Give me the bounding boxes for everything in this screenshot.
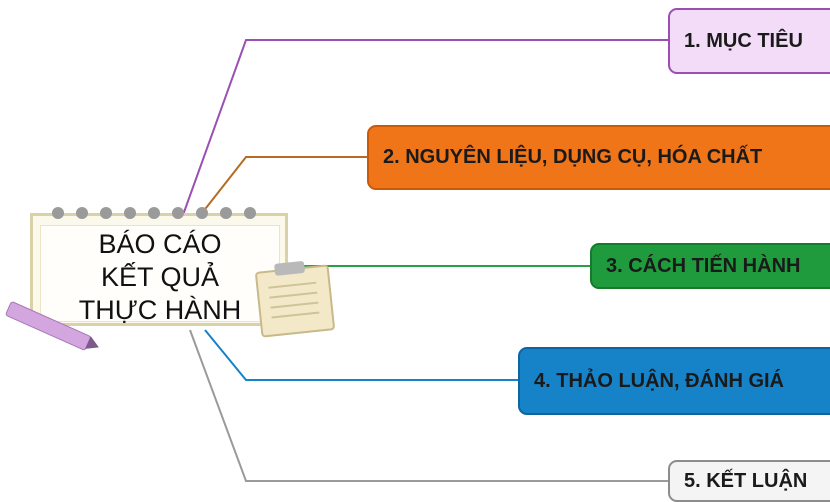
ring-icon bbox=[100, 207, 112, 219]
branch-label: 5. KẾT LUẬN bbox=[684, 469, 808, 492]
branch-ket-luan: 5. KẾT LUẬN bbox=[668, 460, 830, 502]
notebook-page bbox=[40, 225, 280, 322]
ring-icon bbox=[124, 207, 136, 219]
branch-nguyen-lieu: 2. NGUYÊN LIỆU, DỤNG CỤ, HÓA CHẤT bbox=[367, 125, 830, 190]
clip-icon bbox=[274, 260, 306, 276]
ring-icon bbox=[148, 207, 160, 219]
center-title: BÁO CÁO KẾT QUẢ THỰC HÀNH bbox=[70, 228, 250, 327]
clipboard-icon bbox=[254, 260, 336, 338]
ring-icon bbox=[172, 207, 184, 219]
branch-muc-tieu: 1. MỤC TIÊU bbox=[668, 8, 830, 74]
connector-5 bbox=[189, 329, 668, 482]
center-title-line-2: KẾT QUẢ bbox=[100, 262, 220, 292]
clipboard-line bbox=[270, 301, 319, 309]
center-title-line-3: THỰC HÀNH bbox=[78, 295, 242, 325]
branch-label: 4. THẢO LUẬN, ĐÁNH GIÁ bbox=[534, 369, 784, 392]
branch-thao-luan: 4. THẢO LUẬN, ĐÁNH GIÁ bbox=[518, 347, 830, 415]
branch-label: 1. MỤC TIÊU bbox=[684, 29, 803, 52]
ring-icon bbox=[76, 207, 88, 219]
clipboard-line bbox=[271, 311, 320, 319]
branch-label: 2. NGUYÊN LIỆU, DỤNG CỤ, HÓA CHẤT bbox=[383, 146, 763, 168]
ring-icon bbox=[220, 207, 232, 219]
connector-2 bbox=[194, 156, 367, 223]
connector-4 bbox=[204, 329, 518, 381]
center-title-line-1: BÁO CÁO bbox=[98, 229, 222, 259]
clipboard-line bbox=[269, 291, 318, 299]
connector-1 bbox=[182, 39, 668, 216]
clipboard-line bbox=[268, 281, 317, 289]
ring-icon bbox=[52, 207, 64, 219]
ring-icon bbox=[196, 207, 208, 219]
branch-cach-tien-hanh: 3. CÁCH TIẾN HÀNH bbox=[590, 243, 830, 289]
ring-icon bbox=[244, 207, 256, 219]
branch-label: 3. CÁCH TIẾN HÀNH bbox=[606, 254, 801, 277]
